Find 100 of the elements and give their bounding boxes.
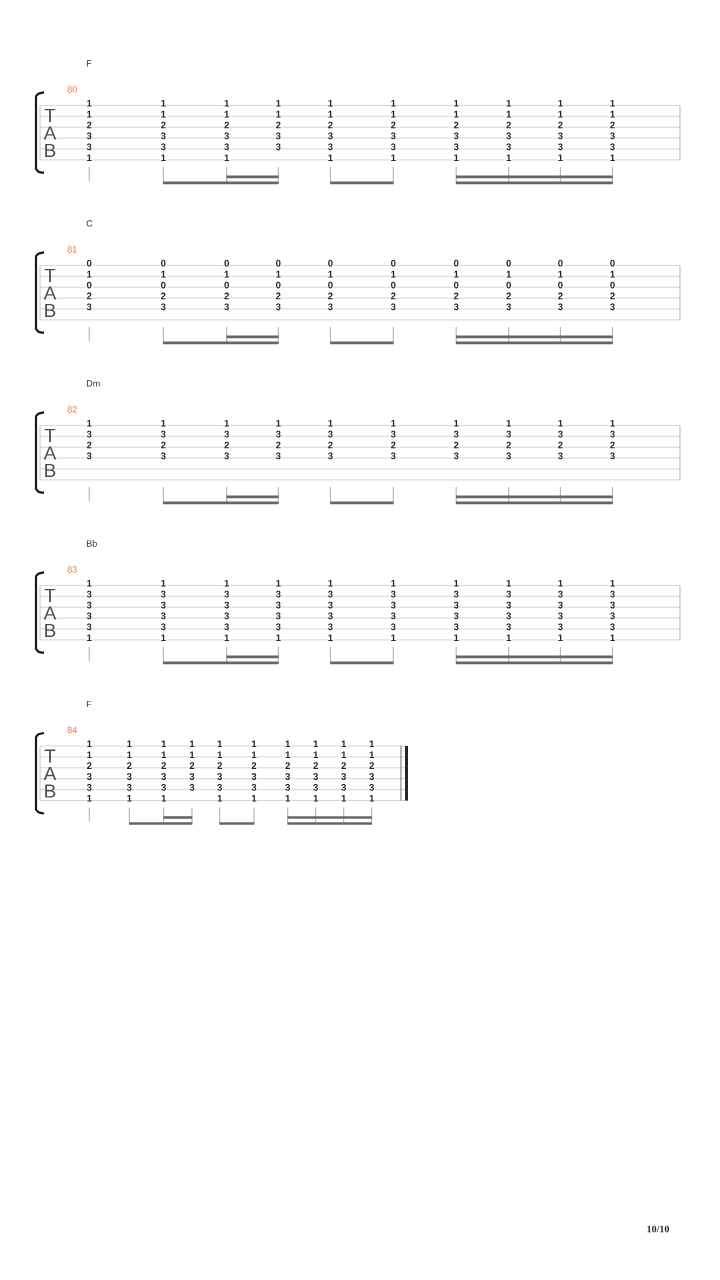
fret-number: 1 — [368, 794, 375, 802]
fret-number: 1 — [284, 794, 291, 802]
fret-number: 2 — [609, 441, 616, 449]
fret-number: 1 — [223, 154, 230, 162]
fret-number: 3 — [557, 590, 564, 598]
fret-number: 2 — [390, 441, 397, 449]
fret-number: 3 — [284, 783, 291, 792]
fret-number: 2 — [368, 762, 375, 770]
fret-number: 3 — [275, 623, 282, 631]
fret-number: 3 — [505, 623, 512, 631]
fret-number: 2 — [609, 121, 616, 129]
fret-number: 1 — [126, 751, 133, 759]
fret-number: 1 — [609, 419, 616, 427]
fret-number: 1 — [453, 419, 460, 427]
fret-number: 0 — [86, 281, 93, 289]
fret-number: 3 — [327, 430, 334, 438]
fret-number: 1 — [86, 270, 93, 278]
fret-number: 3 — [275, 430, 282, 438]
fret-number: 2 — [86, 441, 93, 449]
fret-number: 1 — [216, 794, 223, 802]
fret-number: 2 — [160, 121, 167, 129]
fret-number: 3 — [189, 772, 195, 781]
fret-number: 3 — [390, 303, 397, 311]
fret-number: 1 — [327, 634, 334, 642]
fret-number: 1 — [340, 794, 347, 802]
fret-number: 1 — [312, 751, 319, 759]
fret-number: 1 — [390, 110, 397, 118]
fret-number: 2 — [160, 441, 167, 449]
fret-number: 1 — [453, 154, 460, 162]
fret-number: 0 — [390, 281, 397, 289]
fret-number: 1 — [86, 634, 93, 642]
chord-name: C — [86, 220, 93, 227]
fret-number: 1 — [251, 740, 257, 748]
fret-number: 2 — [327, 121, 334, 129]
fret-number: 3 — [505, 132, 512, 140]
fret-number: 2 — [312, 762, 319, 770]
fret-number: 3 — [390, 623, 397, 631]
fret-number: 1 — [126, 740, 133, 748]
fret-number: 1 — [327, 110, 334, 118]
fret-number: 3 — [505, 601, 512, 609]
fret-number: 3 — [505, 612, 512, 620]
fret-number: 3 — [86, 772, 93, 781]
fret-number: 3 — [275, 452, 282, 460]
fret-number: 1 — [223, 270, 230, 278]
measure-number: 83 — [67, 566, 77, 573]
tab-clef-letter: A — [43, 286, 57, 300]
fret-number: 0 — [609, 281, 616, 289]
fret-number: 3 — [390, 132, 397, 140]
fret-number: 0 — [275, 281, 282, 289]
fret-number: 1 — [453, 110, 460, 118]
fret-number: 2 — [327, 292, 334, 300]
fret-number: 0 — [390, 259, 397, 267]
tab-clef-letter: A — [43, 606, 57, 620]
fret-number: 1 — [275, 270, 282, 278]
fret-number: 3 — [223, 452, 230, 460]
fret-number: 2 — [216, 762, 223, 770]
fret-number: 3 — [327, 452, 334, 460]
fret-number: 3 — [505, 590, 512, 598]
fret-number: 3 — [327, 132, 334, 140]
chord-name: F — [86, 60, 92, 67]
fret-number: 0 — [160, 259, 167, 267]
fret-number: 3 — [160, 623, 167, 631]
fret-number: 1 — [275, 634, 282, 642]
fret-number: 2 — [505, 121, 512, 129]
fret-number: 3 — [251, 783, 257, 792]
fret-number: 3 — [453, 601, 460, 609]
fret-number: 1 — [453, 99, 460, 107]
fret-number: 1 — [86, 794, 93, 802]
fret-number: 1 — [557, 419, 564, 427]
fret-number: 1 — [275, 110, 282, 118]
fret-number: 3 — [505, 452, 512, 460]
fret-number: 3 — [160, 452, 167, 460]
fret-number: 3 — [223, 612, 230, 620]
fret-number: 1 — [368, 740, 375, 748]
fret-number: 2 — [284, 762, 291, 770]
fret-number: 1 — [327, 270, 334, 278]
fret-number: 3 — [189, 783, 195, 792]
fret-number: 2 — [609, 292, 616, 300]
fret-number: 3 — [275, 590, 282, 598]
fret-number: 3 — [86, 132, 93, 140]
fret-number: 2 — [275, 121, 282, 129]
fret-number: 1 — [86, 419, 93, 427]
fret-number: 3 — [223, 590, 230, 598]
tab-clef-letter: B — [45, 784, 56, 798]
fret-number: 1 — [390, 154, 397, 162]
fret-number: 3 — [609, 143, 616, 151]
chord-name: Dm — [86, 380, 100, 387]
fret-number: 1 — [160, 154, 167, 162]
fret-number: 3 — [557, 623, 564, 631]
fret-number: 3 — [275, 132, 282, 140]
fret-number: 2 — [275, 292, 282, 300]
fret-number: 3 — [275, 612, 282, 620]
fret-number: 2 — [223, 292, 230, 300]
fret-number: 0 — [160, 281, 167, 289]
fret-number: 3 — [340, 772, 347, 781]
fret-number: 2 — [340, 762, 347, 770]
fret-number: 1 — [251, 751, 257, 759]
fret-number: 1 — [284, 740, 291, 748]
fret-number: 3 — [312, 772, 319, 781]
fret-number: 3 — [327, 143, 334, 151]
